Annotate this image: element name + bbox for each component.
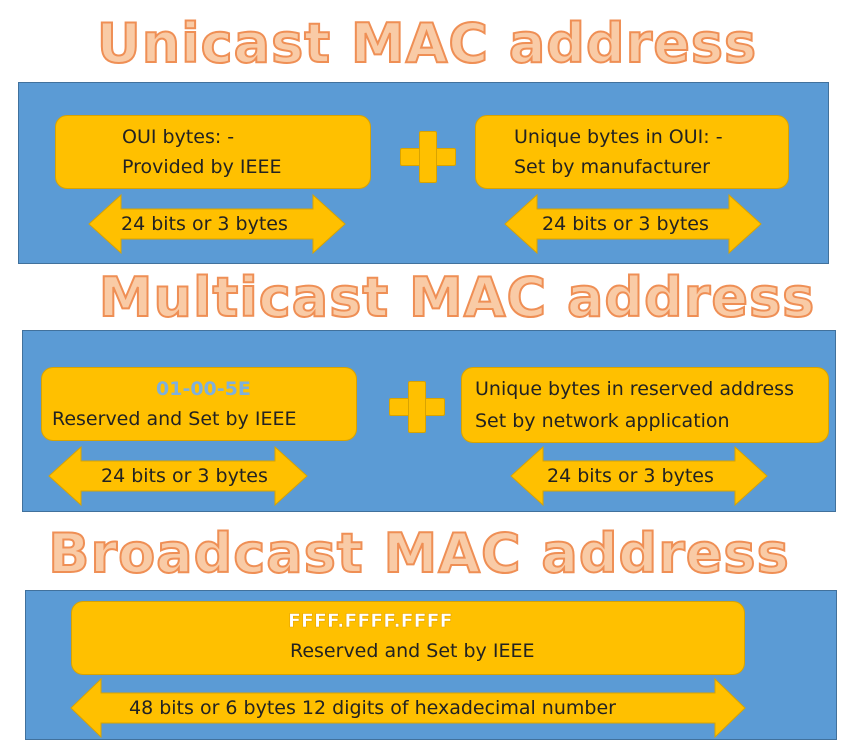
- broadcast-panel: FFFF.FFFF.FFFF Reserved and Set by IEEE …: [25, 590, 837, 740]
- unique-oui-line2: Set by manufacturer: [514, 156, 710, 178]
- broadcast-box-line2: Reserved and Set by IEEE: [290, 640, 535, 662]
- unique-oui-arrow-label: 24 bits or 3 bytes: [542, 213, 709, 235]
- broadcast-hex: FFFF.FFFF.FFFF: [288, 610, 453, 633]
- multicast-right-arrow-label: 24 bits or 3 bytes: [547, 465, 714, 487]
- multicast-title: Multicast MAC address: [98, 265, 816, 330]
- oui-box-line2: Provided by IEEE: [122, 156, 282, 178]
- broadcast-arrow-label: 48 bits or 6 bytes 12 digits of hexadeci…: [129, 697, 616, 719]
- double-arrow-icon: [510, 445, 768, 507]
- plus-icon: [400, 131, 456, 183]
- broadcast-title: Broadcast MAC address: [47, 521, 790, 586]
- multicast-left-arrow-label: 24 bits or 3 bytes: [101, 465, 268, 487]
- multicast-unique-line1: Unique bytes in reserved address: [475, 378, 794, 400]
- multicast-unique-box: Unique bytes in reserved address Set by …: [461, 367, 829, 443]
- oui-arrow-label: 24 bits or 3 bytes: [121, 213, 288, 235]
- plus-icon: [389, 381, 445, 433]
- unique-oui-line1: Unique bytes in OUI: -: [514, 126, 723, 148]
- multicast-reserved-line2: Reserved and Set by IEEE: [52, 408, 297, 430]
- unique-oui-box: Unique bytes in OUI: - Set by manufactur…: [475, 115, 789, 189]
- oui-box-line1: OUI bytes: -: [122, 126, 235, 148]
- multicast-unique-line2: Set by network application: [475, 410, 730, 432]
- unicast-title: Unicast MAC address: [96, 11, 758, 76]
- double-arrow-icon: [70, 677, 746, 739]
- unicast-panel: OUI bytes: - Provided by IEEE Unique byt…: [18, 82, 829, 264]
- double-arrow-icon: [88, 193, 346, 255]
- double-arrow-icon: [48, 445, 308, 507]
- multicast-reserved-box: 01-00-5E Reserved and Set by IEEE: [41, 367, 357, 441]
- double-arrow-icon: [504, 193, 762, 255]
- multicast-hex: 01-00-5E: [156, 378, 251, 400]
- broadcast-box: FFFF.FFFF.FFFF Reserved and Set by IEEE: [71, 601, 745, 675]
- multicast-panel: 01-00-5E Reserved and Set by IEEE Unique…: [22, 330, 836, 512]
- oui-box: OUI bytes: - Provided by IEEE: [55, 115, 371, 189]
